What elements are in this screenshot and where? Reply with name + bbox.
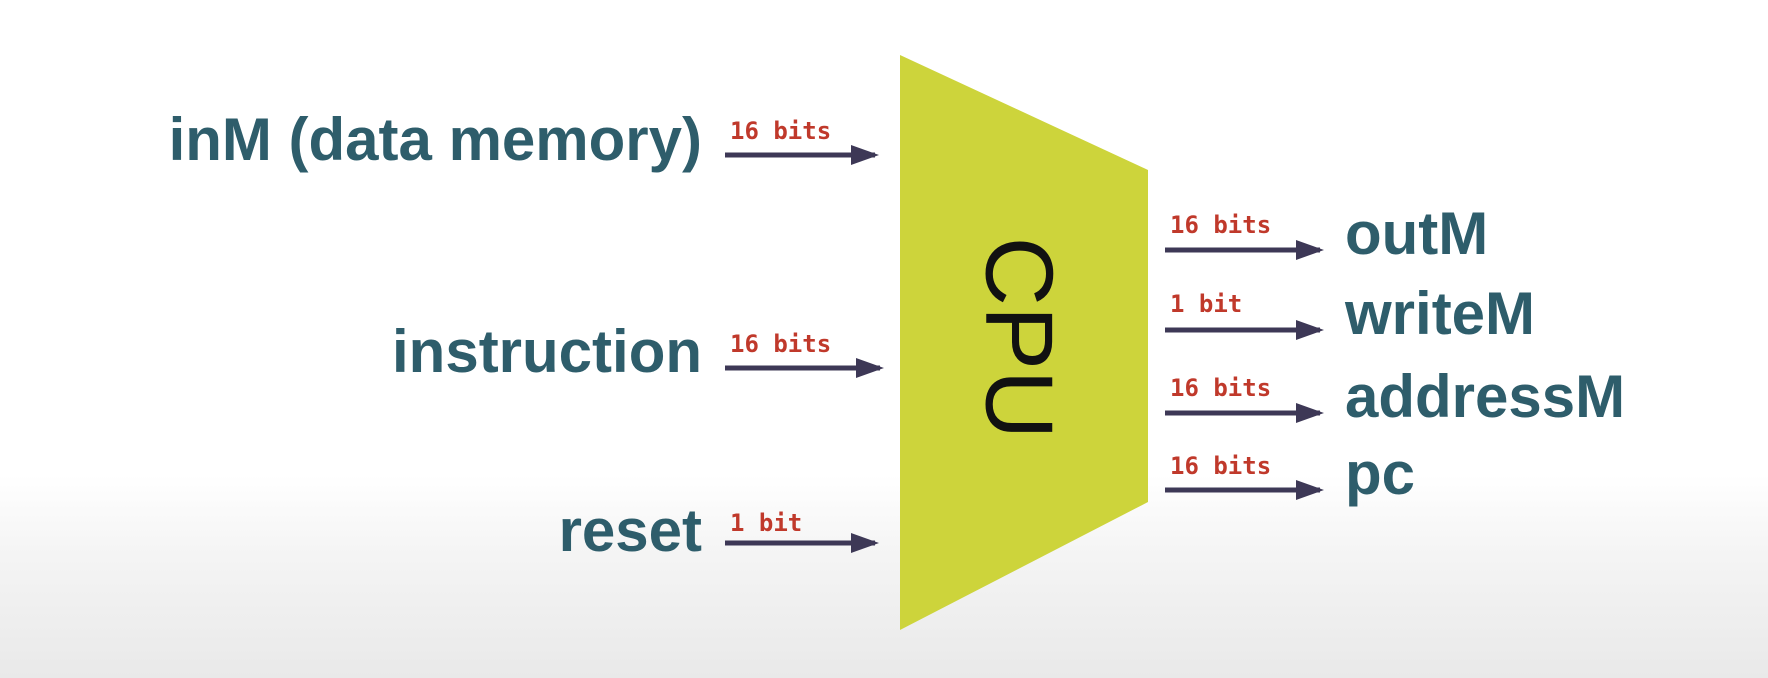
output-signal-writeM: 1 bit writeM [1165,280,1535,347]
input-width-instruction: 16 bits [730,330,831,358]
output-label-addressM: addressM [1345,363,1625,430]
output-width-outM: 16 bits [1170,211,1271,239]
input-width-inM: 16 bits [730,117,831,145]
output-width-addressM: 16 bits [1170,374,1271,402]
input-signal-reset: reset 1 bit [559,497,879,564]
output-signals: 16 bits outM 1 bit writeM 16 bits addres… [1165,200,1625,507]
cpu-trapezoid [900,55,1148,630]
output-signal-outM: 16 bits outM [1165,200,1488,267]
output-label-writeM: writeM [1344,280,1535,347]
output-signal-addressM: 16 bits addressM [1165,363,1625,430]
output-label-pc: pc [1345,440,1415,507]
input-label-reset: reset [559,497,702,564]
cpu-block: CPU [900,55,1148,630]
input-label-inM: inM (data memory) [169,106,702,173]
output-width-writeM: 1 bit [1170,290,1242,318]
cpu-label: CPU [966,237,1073,440]
input-signal-inM: inM (data memory) 16 bits [169,106,879,173]
output-signal-pc: 16 bits pc [1165,440,1415,507]
output-width-pc: 16 bits [1170,452,1271,480]
input-signals: inM (data memory) 16 bits instruction 16… [169,106,884,564]
output-label-outM: outM [1345,200,1488,267]
input-signal-instruction: instruction 16 bits [392,318,884,385]
input-label-instruction: instruction [392,318,702,385]
input-width-reset: 1 bit [730,509,802,537]
